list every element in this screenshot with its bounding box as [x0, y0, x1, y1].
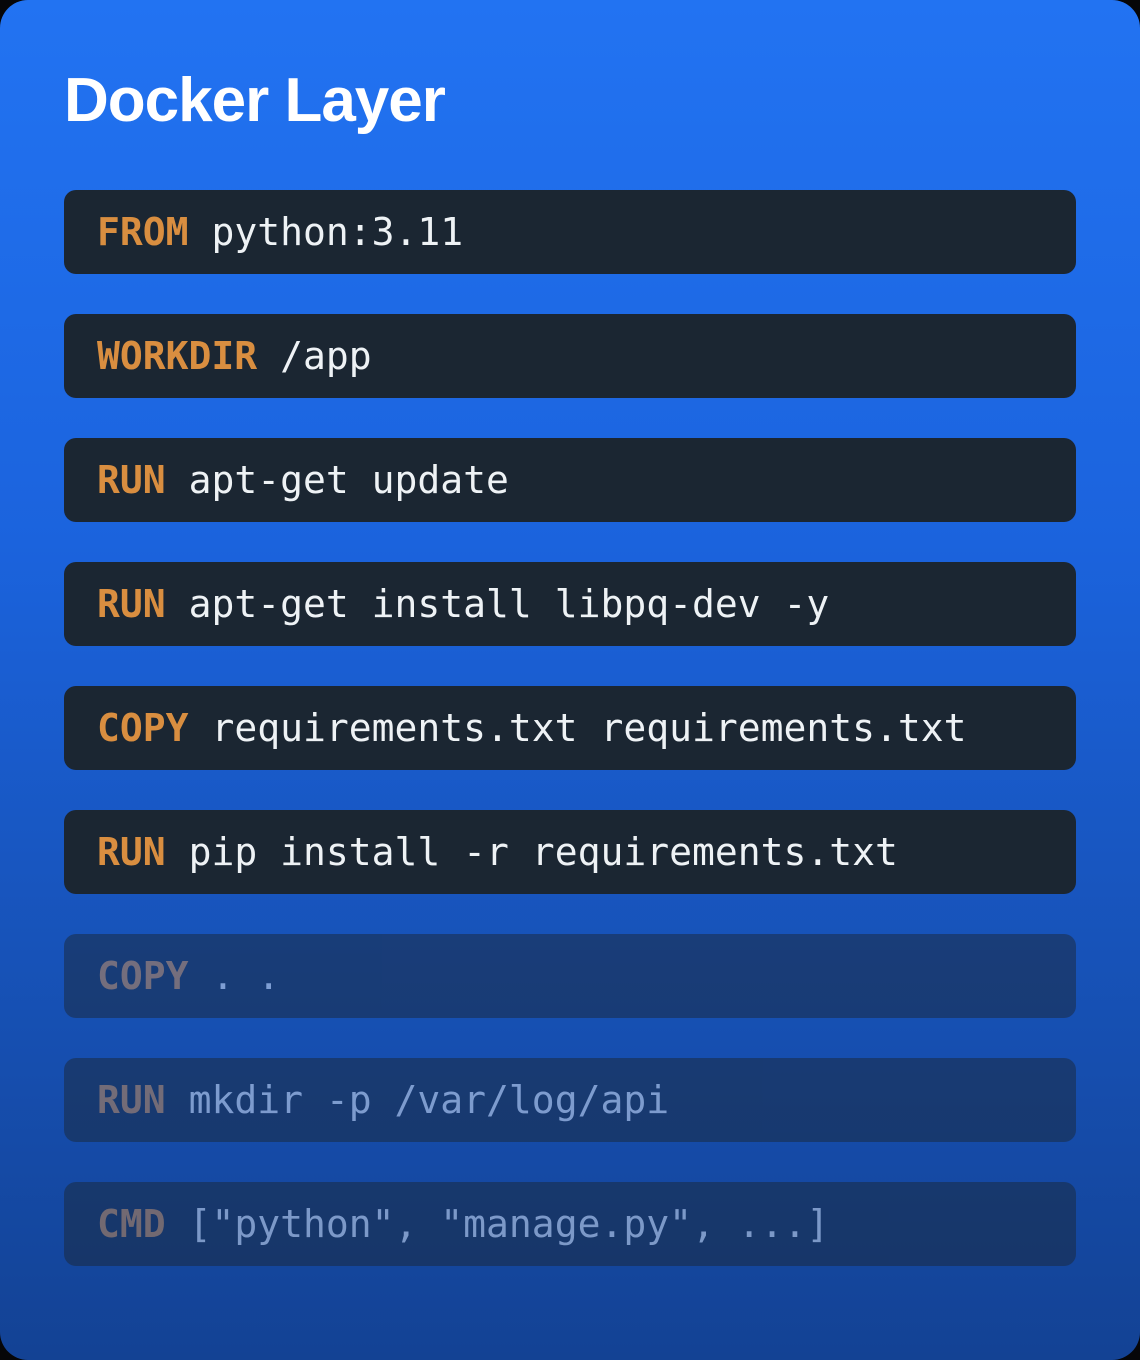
instruction-argument: apt-get install libpq-dev -y — [188, 581, 830, 626]
instruction-keyword: WORKDIR — [97, 333, 258, 378]
docker-layer-row: FROM python:3.11 — [64, 189, 1076, 274]
instruction-argument: . . — [211, 953, 281, 998]
instruction-argument: ["python", "manage.py", ...] — [188, 1201, 830, 1246]
instruction-keyword: CMD — [97, 1201, 166, 1246]
docker-layer-row: CMD ["python", "manage.py", ...] — [64, 1181, 1076, 1266]
instruction-argument: mkdir -p /var/log/api — [188, 1077, 670, 1122]
instruction-keyword: RUN — [97, 1077, 166, 1122]
instruction-argument: requirements.txt requirements.txt — [211, 705, 967, 750]
docker-layer-row: RUN pip install -r requirements.txt — [64, 809, 1076, 894]
instruction-keyword: RUN — [97, 829, 166, 874]
instruction-argument: pip install -r requirements.txt — [188, 829, 898, 874]
layer-list: FROM python:3.11 WORKDIR/app RUN apt-get u… — [64, 189, 1076, 1266]
instruction-argument: python:3.11 — [211, 209, 464, 254]
instruction-keyword: COPY — [97, 953, 189, 998]
instruction-keyword: COPY — [97, 705, 189, 750]
instruction-keyword: RUN — [97, 457, 166, 502]
instruction-keyword: RUN — [97, 581, 166, 626]
instruction-keyword: FROM — [97, 209, 189, 254]
docker-layer-row: RUN apt-get install libpq-dev -y — [64, 561, 1076, 646]
docker-layer-row: COPY requirements.txt requirements.txt — [64, 685, 1076, 770]
docker-layer-row: RUN mkdir -p /var/log/api — [64, 1057, 1076, 1142]
instruction-argument: /app — [280, 333, 372, 378]
docker-layer-row: WORKDIR/app — [64, 313, 1076, 398]
docker-layer-row: COPY . . — [64, 933, 1076, 1018]
docker-layer-row: RUN apt-get update — [64, 437, 1076, 522]
page-title: Docker Layer — [64, 66, 446, 135]
instruction-argument: apt-get update — [188, 457, 509, 502]
